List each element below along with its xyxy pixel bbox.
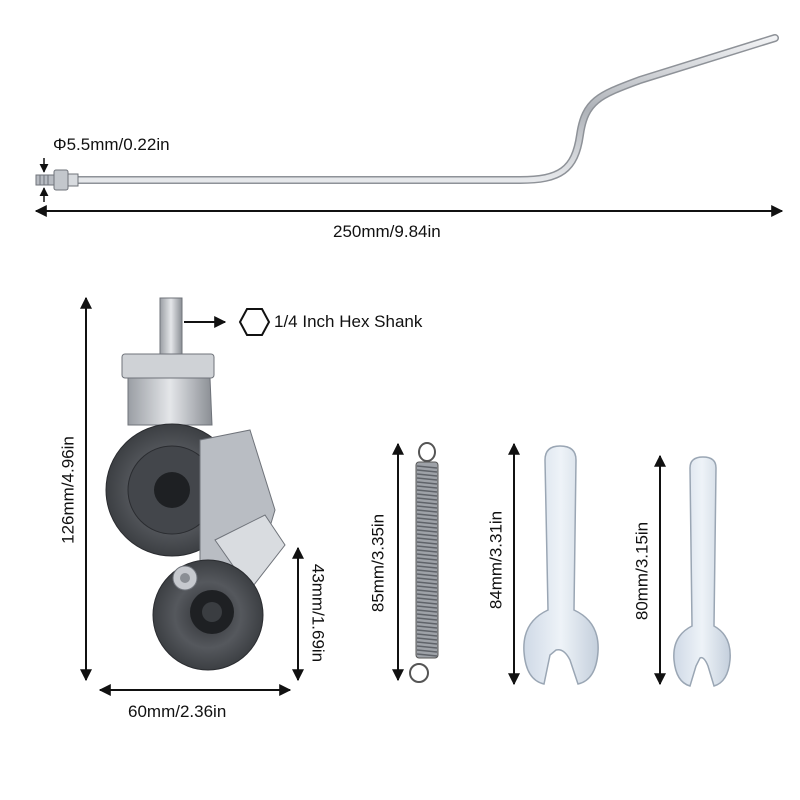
spring <box>409 442 439 683</box>
small-wrench-length-label: 80mm/3.15in <box>632 521 652 621</box>
hex-shank-label: 1/4 Inch Hex Shank <box>274 312 423 331</box>
large-wrench-length-label: 84mm/3.31in <box>486 510 506 610</box>
large-wrench <box>523 445 599 685</box>
guide-rod <box>35 34 779 191</box>
spring-length-label: 85mm/3.35in <box>368 513 388 613</box>
small-wrench <box>673 456 731 687</box>
wheel-height-label: 43mm/1.69in <box>308 563 328 663</box>
cutter-width-label: 60mm/2.36in <box>128 702 227 721</box>
hexagon-icon <box>238 308 271 336</box>
nibbler-cutter <box>105 297 286 671</box>
rod-length-label: 250mm/9.84in <box>333 222 441 241</box>
rod-diameter-label: Φ5.5mm/0.22in <box>53 135 170 154</box>
cutter-height-label: 126mm/4.96in <box>58 436 78 544</box>
